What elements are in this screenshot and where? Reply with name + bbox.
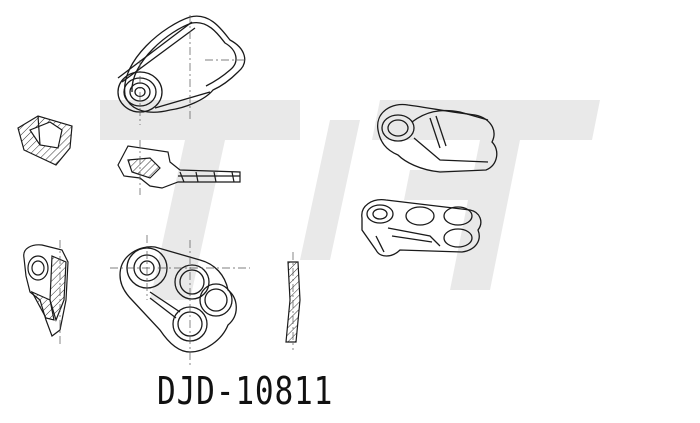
view-three-pulley-front: [110, 235, 250, 365]
view-tensioner-arm-side: [117, 140, 241, 195]
view-clip-section: [23, 240, 69, 345]
part-code-label: DJD-10811: [157, 369, 334, 413]
watermark-logo: [100, 100, 600, 300]
view-top-belt-housing: [117, 15, 246, 125]
view-small-block-section: [17, 115, 73, 166]
view-housing-isometric: [377, 103, 498, 173]
view-thin-plate-section: [285, 252, 301, 350]
view-three-pulley-isometric: [361, 199, 482, 257]
